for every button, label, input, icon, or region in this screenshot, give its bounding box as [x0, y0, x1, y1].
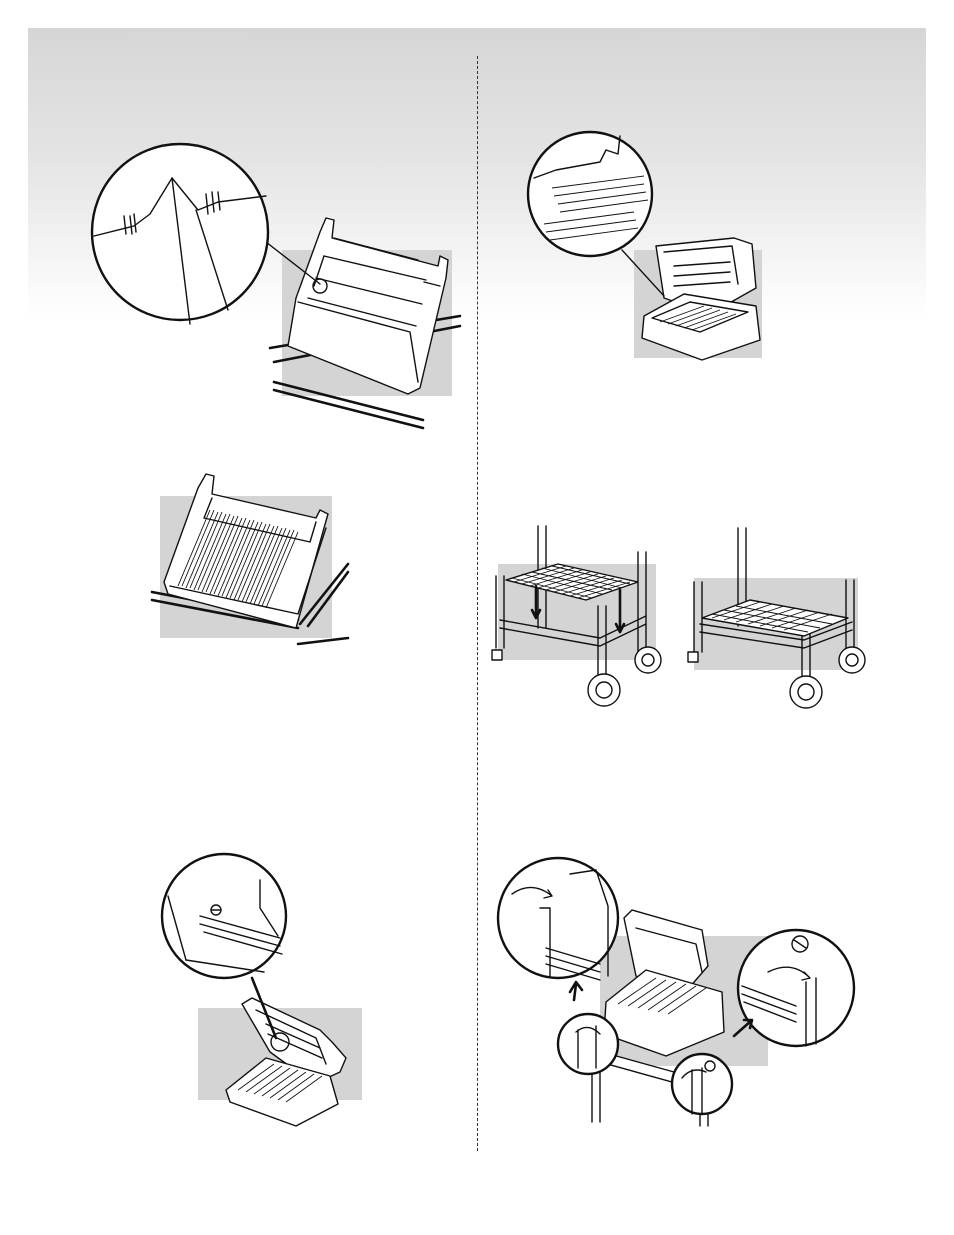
tool-holder-illustration — [496, 856, 866, 1136]
lid-hinge-detail-icon — [156, 852, 376, 1142]
flavorizer-bars-icon — [148, 468, 358, 658]
burner-box-detail-icon — [88, 138, 468, 438]
column-divider — [477, 56, 478, 1151]
bottom-shelf-illustration — [488, 520, 888, 720]
flavorizer-bars-illustration — [148, 468, 358, 658]
cooking-grate-illustration — [524, 128, 774, 368]
bottom-shelf-icon — [488, 520, 888, 720]
cooking-grate-icon — [524, 128, 774, 368]
burner-box-detail-illustration — [88, 138, 468, 438]
lid-hinge-detail-illustration — [156, 852, 376, 1142]
tool-holder-icon — [496, 856, 866, 1136]
